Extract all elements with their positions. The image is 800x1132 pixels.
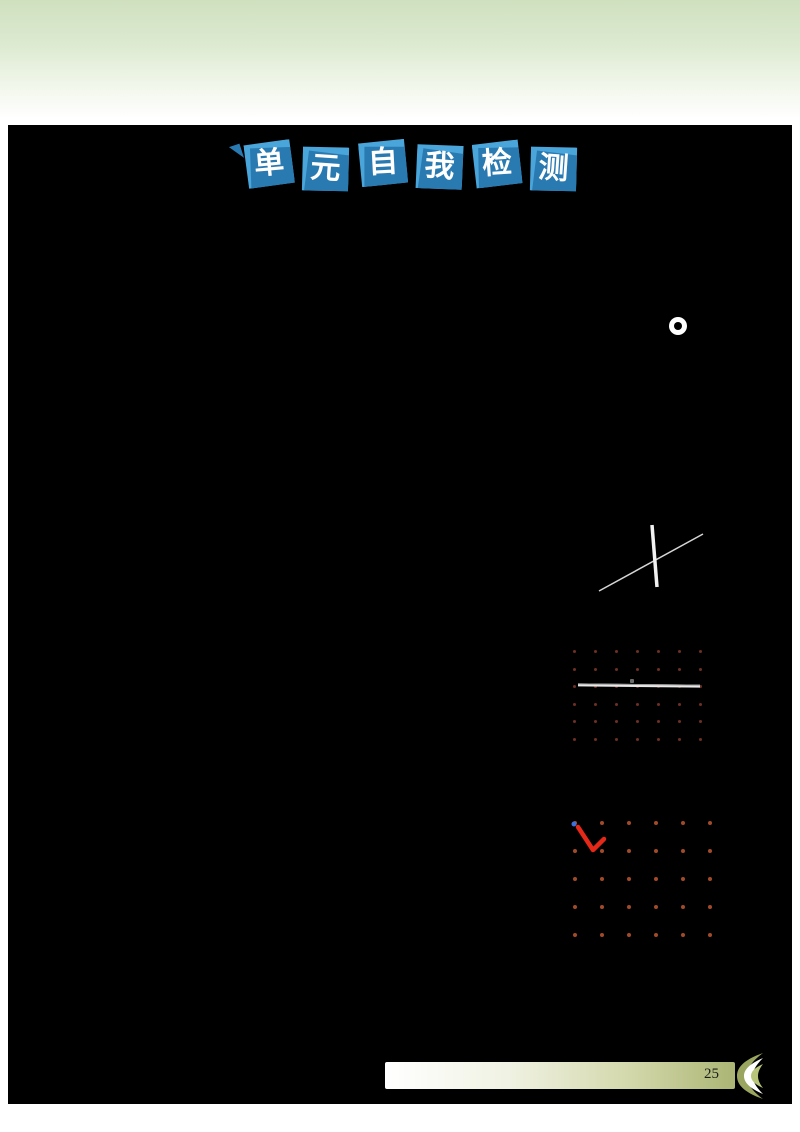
grid-dot [594, 737, 597, 741]
bullseye-point-icon [669, 317, 687, 335]
book-middle-page [744, 1058, 763, 1094]
grid-dot [699, 650, 702, 654]
grid-dot [657, 650, 660, 654]
grid-dot [657, 737, 660, 741]
grid-dot [680, 933, 685, 937]
grid-dot [594, 702, 597, 706]
grid-dot [657, 667, 660, 671]
perpendicular-segment [650, 524, 659, 588]
book-inner-leaf [751, 1064, 763, 1088]
footer-bar: 25 [385, 1062, 735, 1089]
grid-dot [707, 933, 712, 937]
diagonal-line [598, 533, 704, 592]
page-header-gradient [0, 0, 800, 125]
grid-dot [653, 849, 658, 853]
banner-char-tile: 自 [358, 139, 408, 187]
banner-char-tile: 元 [300, 144, 351, 193]
blue-point-marker [571, 821, 577, 827]
grid-dot [594, 650, 597, 654]
dot-grid-1 [564, 643, 711, 748]
grid-dot [699, 702, 702, 706]
banner-char-tile: 单 [243, 139, 295, 189]
bullseye-center-dot [674, 322, 682, 330]
grid-dot [678, 702, 681, 706]
grid-dot [626, 933, 631, 937]
grid-dot [615, 737, 618, 741]
grid-dot [599, 821, 604, 825]
grid-dot [680, 849, 685, 853]
grid-dot [615, 650, 618, 654]
grid-dot [636, 650, 639, 654]
grid-dot [707, 821, 712, 825]
angle-stroke [575, 824, 607, 853]
banner-char-tile: 测 [528, 144, 579, 193]
grid-dot [599, 877, 604, 881]
page-number: 25 [704, 1066, 719, 1082]
grid-dot [615, 720, 618, 724]
grid-dot [707, 905, 712, 909]
grid-dot [653, 877, 658, 881]
grid-dot [636, 667, 639, 671]
grid-dot [707, 849, 712, 853]
grid-dot [599, 849, 604, 853]
grid-dot [599, 933, 604, 937]
grid-dot [678, 720, 681, 724]
grid-dot [657, 702, 660, 706]
grid-dot [699, 685, 702, 689]
grid-dot [699, 737, 702, 741]
grid-dot [573, 667, 576, 671]
grid-dot [678, 667, 681, 671]
grid-dot [680, 905, 685, 909]
grid-dot [653, 933, 658, 937]
grid-dot [572, 933, 577, 937]
content-area: 单 元 自 我 检 测 25 [8, 125, 792, 1104]
grid-dot [636, 737, 639, 741]
bullseye-highlight-dot [682, 324, 685, 327]
marked-point-on-line [630, 679, 634, 683]
grid-dot [572, 905, 577, 909]
grid-dot [572, 849, 577, 853]
grid-dot [680, 877, 685, 881]
grid-dot [626, 849, 631, 853]
grid-dot [573, 702, 576, 706]
red-angle-mark [571, 821, 607, 853]
grid-dot [573, 650, 576, 654]
grid-dot [653, 905, 658, 909]
grid-dot [615, 667, 618, 671]
banner-char-tile: 我 [414, 142, 466, 192]
grid-dot [626, 877, 631, 881]
perpendicular-line-figure [598, 524, 704, 592]
grid-dot [573, 685, 576, 689]
grid-dot [699, 720, 702, 724]
grid-dot [680, 821, 685, 825]
grid-dot [573, 737, 576, 741]
grid-dot [594, 720, 597, 724]
grid-dot [636, 702, 639, 706]
grid-dot [653, 821, 658, 825]
grid-dot [699, 667, 702, 671]
unit-self-test-banner: 单 元 自 我 检 测 [245, 139, 578, 201]
grid-dot [615, 702, 618, 706]
grid-dot [626, 821, 631, 825]
grid-dot [599, 905, 604, 909]
grid-dot [636, 720, 639, 724]
grid-dot [657, 720, 660, 724]
banner-char-tile: 检 [472, 139, 523, 188]
grid-dot [626, 905, 631, 909]
grid-dot [678, 737, 681, 741]
grid-dot [572, 877, 577, 881]
book-corner-icon [737, 1053, 763, 1099]
book-outer-leaf [737, 1053, 763, 1099]
grid-dot [707, 877, 712, 881]
grid-dot [594, 667, 597, 671]
grid-dot [594, 685, 597, 689]
grid-dot [573, 720, 576, 724]
grid-dot [678, 650, 681, 654]
